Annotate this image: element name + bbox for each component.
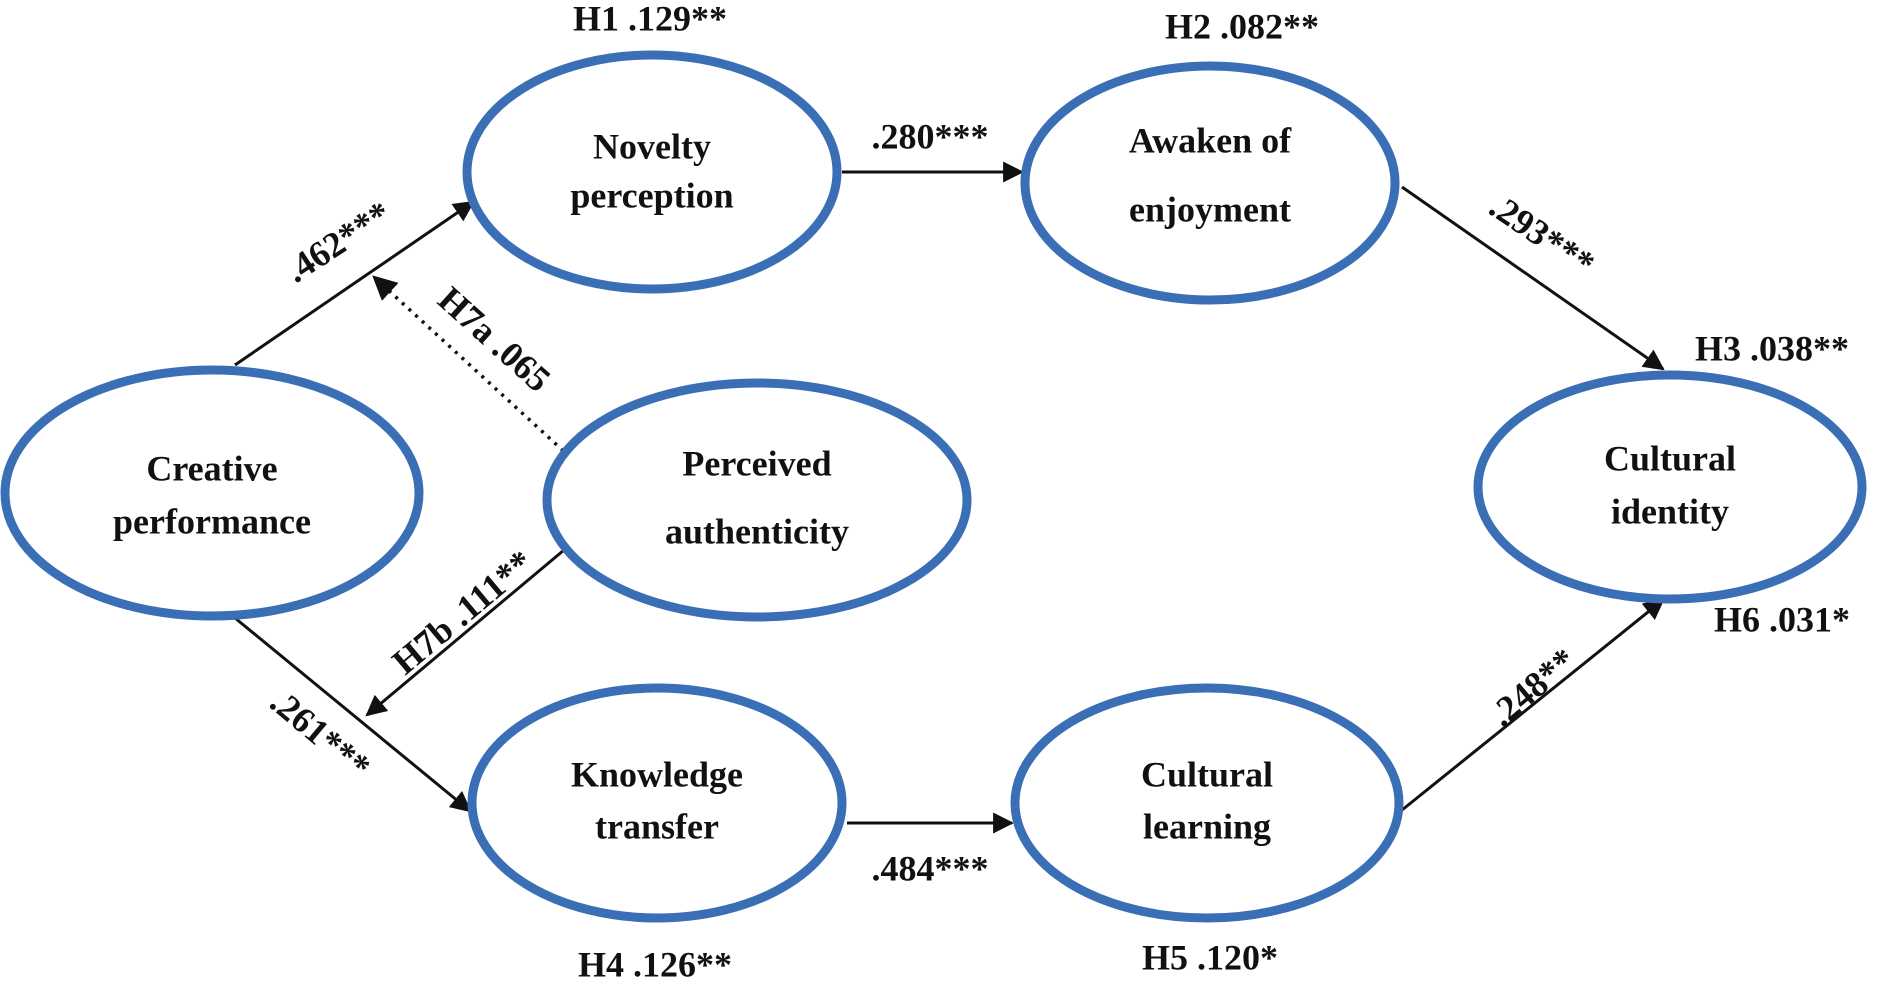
node-cultural-learning-label-2: learning — [1143, 806, 1271, 846]
node-perceived-authenticity-label-2: authenticity — [665, 511, 849, 551]
node-cultural-learning-label-1: Cultural — [1141, 754, 1273, 794]
label-novelty-awaken-coefficient: .280*** — [872, 116, 989, 156]
node-knowledge-transfer: Knowledge transfer — [467, 683, 847, 923]
node-awaken-of-enjoyment-label-2: enjoyment — [1129, 189, 1291, 229]
label-learning-identity-coefficient: .248** — [1482, 640, 1584, 734]
node-cultural-identity-label-2: identity — [1611, 491, 1729, 531]
label-creative-novelty-coefficient: .462*** — [278, 193, 398, 290]
label-awaken-identity-coefficient: .293*** — [1482, 186, 1601, 285]
node-cultural-identity-label-1: Cultural — [1604, 438, 1736, 478]
node-awaken-of-enjoyment-label-1: Awaken of — [1129, 120, 1292, 160]
node-cultural-identity: Cultural identity — [1473, 370, 1867, 604]
node-knowledge-transfer-label-1: Knowledge — [571, 754, 743, 794]
node-awaken-of-enjoyment: Awaken of enjoyment — [1020, 61, 1400, 305]
node-novelty-perception: Novelty perception — [462, 50, 842, 294]
label-hypothesis-h4: H4 .126** — [578, 944, 732, 984]
label-knowledge-learning-coefficient: .484*** — [872, 848, 989, 888]
edge-creative-to-knowledge — [234, 616, 472, 813]
edge-learning-to-identity — [1401, 598, 1665, 812]
node-perceived-authenticity: Perceived authenticity — [542, 378, 972, 622]
node-creative-performance-label-1: Creative — [146, 448, 277, 488]
label-hypothesis-h2: H2 .082** — [1165, 6, 1319, 46]
node-novelty-perception-label-1: Novelty — [593, 126, 711, 166]
label-moderation-b-coefficient: H7b .111** — [385, 542, 541, 682]
node-creative-performance-label-2: performance — [113, 501, 311, 541]
label-hypothesis-h5: H5 .120* — [1142, 937, 1278, 977]
label-creative-knowledge-coefficient: .261*** — [263, 681, 378, 787]
node-perceived-authenticity-label-1: Perceived — [682, 443, 831, 483]
label-moderation-a-coefficient: H7a .065 — [431, 279, 559, 400]
label-hypothesis-h1: H1 .129** — [573, 0, 727, 38]
edge-awaken-to-identity — [1401, 185, 1665, 371]
node-cultural-learning: Cultural learning — [1010, 683, 1404, 923]
edge-authenticity-moderation-b — [365, 543, 571, 717]
node-novelty-perception-label-2: perception — [570, 175, 733, 215]
label-hypothesis-h3: H3 .038** — [1695, 328, 1849, 368]
label-hypothesis-h6: H6 .031* — [1714, 599, 1850, 639]
node-creative-performance: Creative performance — [0, 365, 424, 621]
node-knowledge-transfer-label-2: transfer — [595, 806, 719, 846]
edge-creative-to-novelty — [234, 200, 475, 367]
